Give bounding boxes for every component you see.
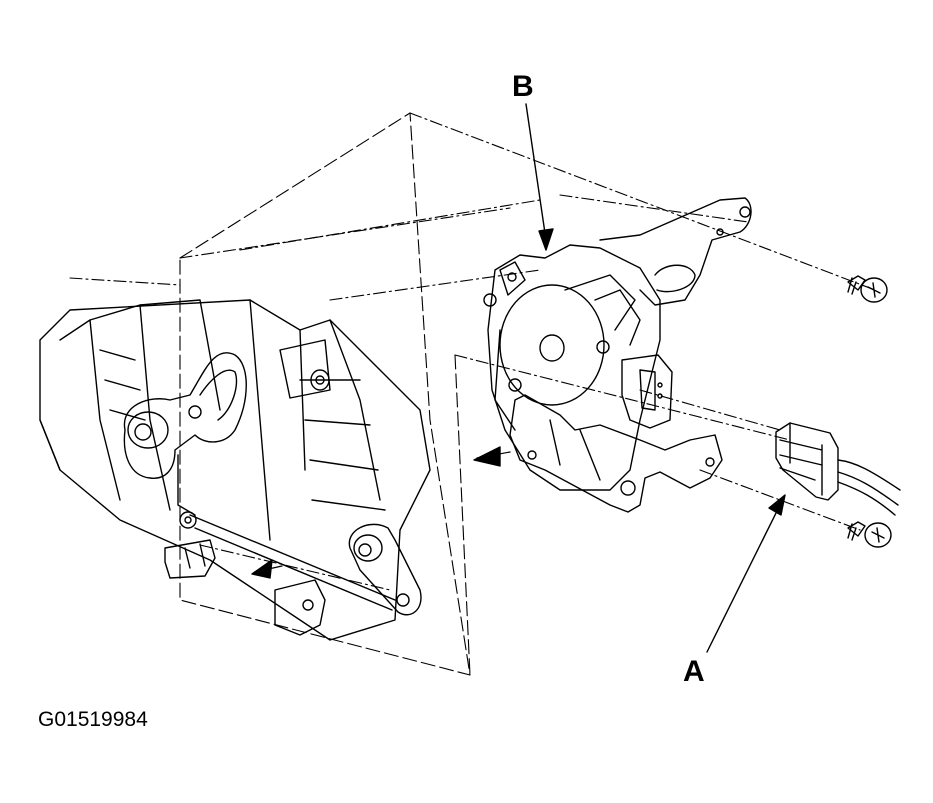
actuator-motor xyxy=(455,198,751,675)
link-rod xyxy=(190,515,395,610)
alignment-lines xyxy=(70,113,875,590)
figure-id: G01519984 xyxy=(38,708,148,731)
harness-connector xyxy=(776,423,900,515)
upper-screw xyxy=(848,276,887,302)
callout-leaders xyxy=(526,104,785,652)
callout-a-label: A xyxy=(683,655,705,688)
housing-reference-plane xyxy=(180,113,470,675)
heater-housing xyxy=(40,113,470,675)
door-lever xyxy=(124,353,246,479)
actuator-reference-plane xyxy=(455,355,470,675)
callout-b-label: B xyxy=(512,70,534,103)
lower-screw xyxy=(848,522,891,547)
mounting-screws xyxy=(848,276,891,547)
